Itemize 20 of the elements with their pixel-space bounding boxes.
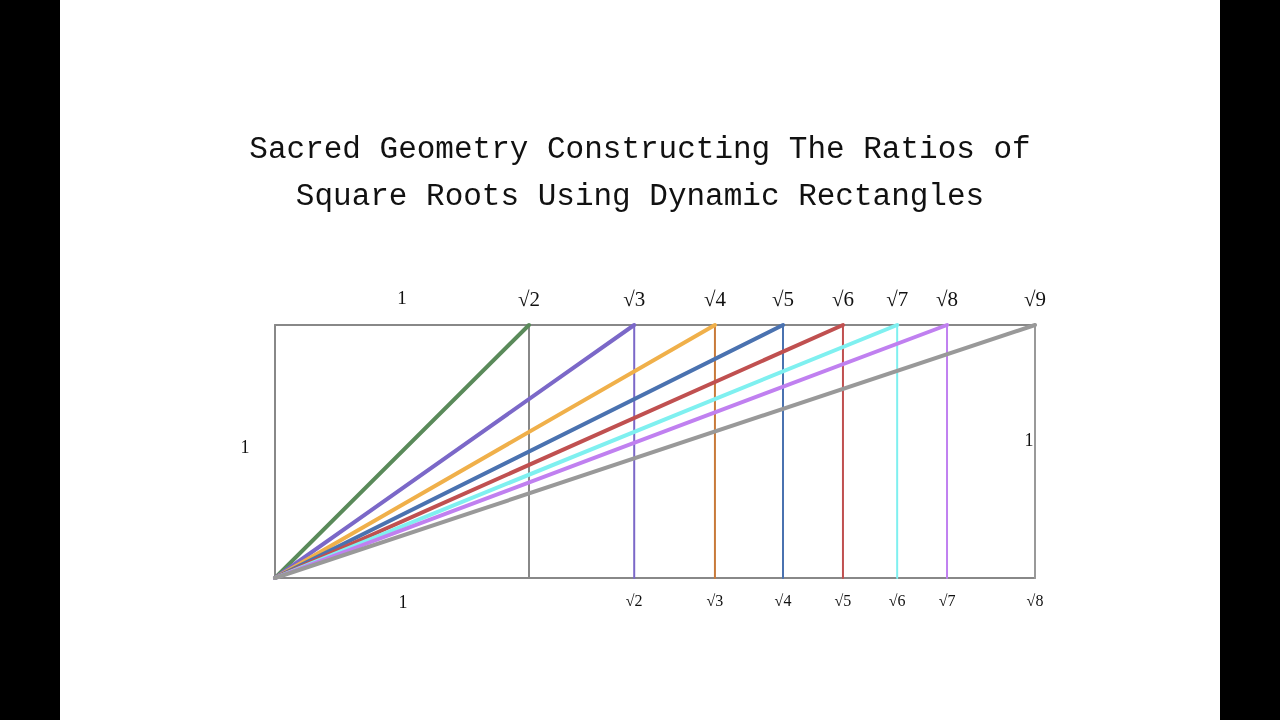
length-label: 1 (1024, 430, 1034, 451)
length-label: √3 (623, 287, 646, 312)
length-label: 1 (397, 287, 407, 309)
length-label: √9 (1024, 287, 1046, 312)
length-label: 1 (398, 592, 408, 613)
length-label: √5 (772, 287, 794, 312)
length-label: 1 (240, 437, 250, 458)
length-label: √4 (703, 287, 726, 312)
length-label: √6 (831, 287, 854, 312)
length-label: √2 (625, 592, 643, 610)
length-label: √7 (938, 592, 956, 610)
length-label: √5 (834, 592, 852, 610)
length-label: √8 (936, 287, 959, 312)
length-label: √6 (888, 592, 906, 610)
title: Sacred Geometry Constructing The Ratios of Square Roots Using Dynamic Rectangles (248, 131, 1032, 216)
length-label: √3 (706, 592, 724, 610)
length-label: √4 (774, 592, 792, 610)
length-label: √7 (886, 287, 909, 312)
length-label: √8 (1026, 592, 1044, 610)
length-label: √2 (518, 287, 540, 312)
